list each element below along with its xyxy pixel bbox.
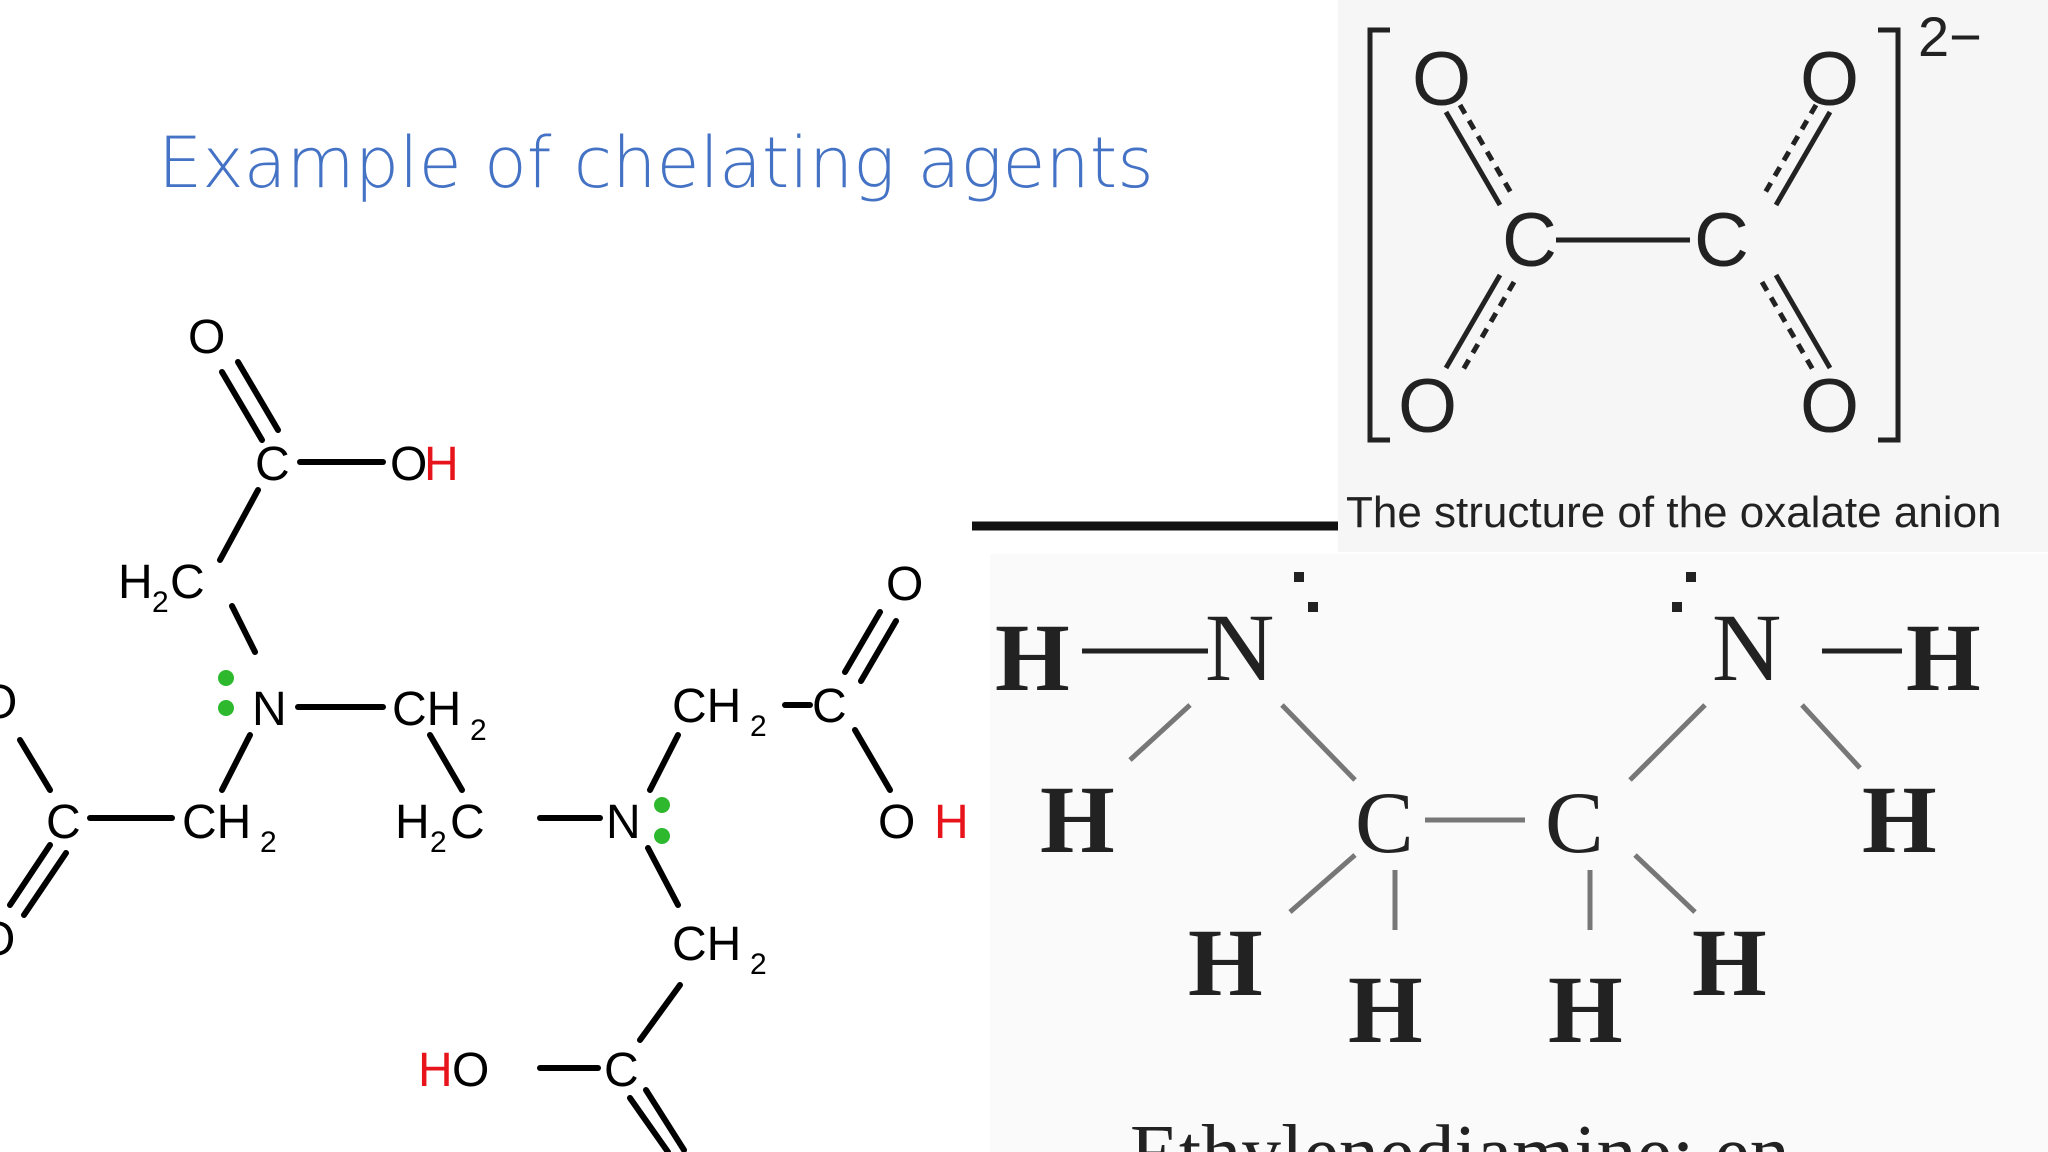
en-h-left: H <box>995 604 1070 711</box>
slide-title: Example of chelating agents <box>158 122 1154 204</box>
en-h-on-n-right: H <box>1862 766 1937 873</box>
oxalate-o-top-right: O <box>1800 37 1859 122</box>
en-lone-pair-dot <box>1672 602 1682 612</box>
edta-lone-pair-dot <box>218 670 234 686</box>
oxalate-left-bracket <box>1367 27 1390 443</box>
edta-h2c-upper-sub: 2 <box>152 586 169 619</box>
edta-n-right: N <box>606 796 641 849</box>
edta-lone-pair-dot <box>654 797 670 813</box>
ethylenediamine-structure: H N N H H C C H H H H H Ethylenediamine:… <box>990 554 2048 1152</box>
en-lone-pair-dot <box>1294 572 1304 582</box>
edta-h2c-bridge-b-sub: 2 <box>430 826 447 859</box>
edta-lone-pair-dot <box>654 828 670 844</box>
en-n-right: N <box>1712 594 1781 701</box>
edta-c-right: C <box>812 680 847 733</box>
en-n-left: N <box>1205 594 1274 701</box>
edta-o-left-top: O <box>0 676 17 729</box>
edta-ch2-right-sub: 2 <box>750 710 767 743</box>
edta-oh-right-h: H <box>934 796 969 849</box>
edta-h2c-bridge-b-c: C <box>450 796 485 849</box>
en-h-c-right-2: H <box>1692 909 1767 1016</box>
edta-oh-top-o: O <box>390 438 427 491</box>
edta-c-bottom: C <box>604 1044 639 1097</box>
en-h-c-left-2: H <box>1348 956 1423 1063</box>
edta-lone-pair-dot <box>218 700 234 716</box>
oxalate-structure: O O C C O O 2− The structure of the oxal… <box>1338 0 2048 552</box>
en-h-on-n-left: H <box>1040 766 1115 873</box>
oxalate-c-right: C <box>1694 198 1749 283</box>
oxalate-charge: 2− <box>1918 5 1982 68</box>
en-c-left: C <box>1355 775 1414 872</box>
en-caption: Ethylenediamine: en <box>1130 1110 1790 1152</box>
edta-c-top: C <box>255 438 290 491</box>
edta-ch2-lower-sub: 2 <box>750 948 767 981</box>
edta-o-left-bottom: O <box>0 913 15 966</box>
edta-oh-top-h: H <box>424 438 459 491</box>
oxalate-caption: The structure of the oxalate anion <box>1346 488 2002 537</box>
en-h-c-right-1: H <box>1548 956 1623 1063</box>
en-c-right: C <box>1545 775 1604 872</box>
edta-o-top: O <box>188 311 225 364</box>
en-h-right: H <box>1906 604 1981 711</box>
en-lone-pair-dot <box>1686 572 1696 582</box>
edta-ch2-lower: CH <box>672 918 741 971</box>
edta-ch2-right: CH <box>672 680 741 733</box>
edta-ch2-bridge-a-sub: 2 <box>470 714 487 747</box>
edta-h2c-upper-h: H <box>118 556 153 609</box>
oxalate-o-top-left: O <box>1412 37 1471 122</box>
edta-n-left: N <box>252 683 287 736</box>
edta-o-right-top: O <box>886 558 923 611</box>
edta-ho-bottom-o: O <box>452 1044 489 1097</box>
en-panel-background <box>990 554 2048 1152</box>
oxalate-right-bracket <box>1878 27 1901 443</box>
oxalate-o-bottom-left: O <box>1398 364 1457 449</box>
en-lone-pair-dot <box>1308 602 1318 612</box>
edta-h2c-upper-c: C <box>170 556 205 609</box>
en-h-c-left-1: H <box>1188 909 1263 1016</box>
edta-ch2-bridge-a: CH <box>392 683 461 736</box>
edta-ho-bottom-h: H <box>418 1044 453 1097</box>
oxalate-o-bottom-right: O <box>1800 364 1859 449</box>
edta-c-left: C <box>46 796 81 849</box>
edta-structure: O C O H H 2 C N CH 2 O C CH 2 O H 2 C N … <box>0 311 969 1152</box>
oxalate-c-left: C <box>1502 198 1557 283</box>
edta-oh-right-o: O <box>878 796 915 849</box>
edta-ch2-left-sub: 2 <box>260 826 277 859</box>
oxalate-panel-background <box>1338 0 2048 552</box>
edta-ch2-left: CH <box>182 796 251 849</box>
edta-h2c-bridge-b-h: H <box>395 796 430 849</box>
